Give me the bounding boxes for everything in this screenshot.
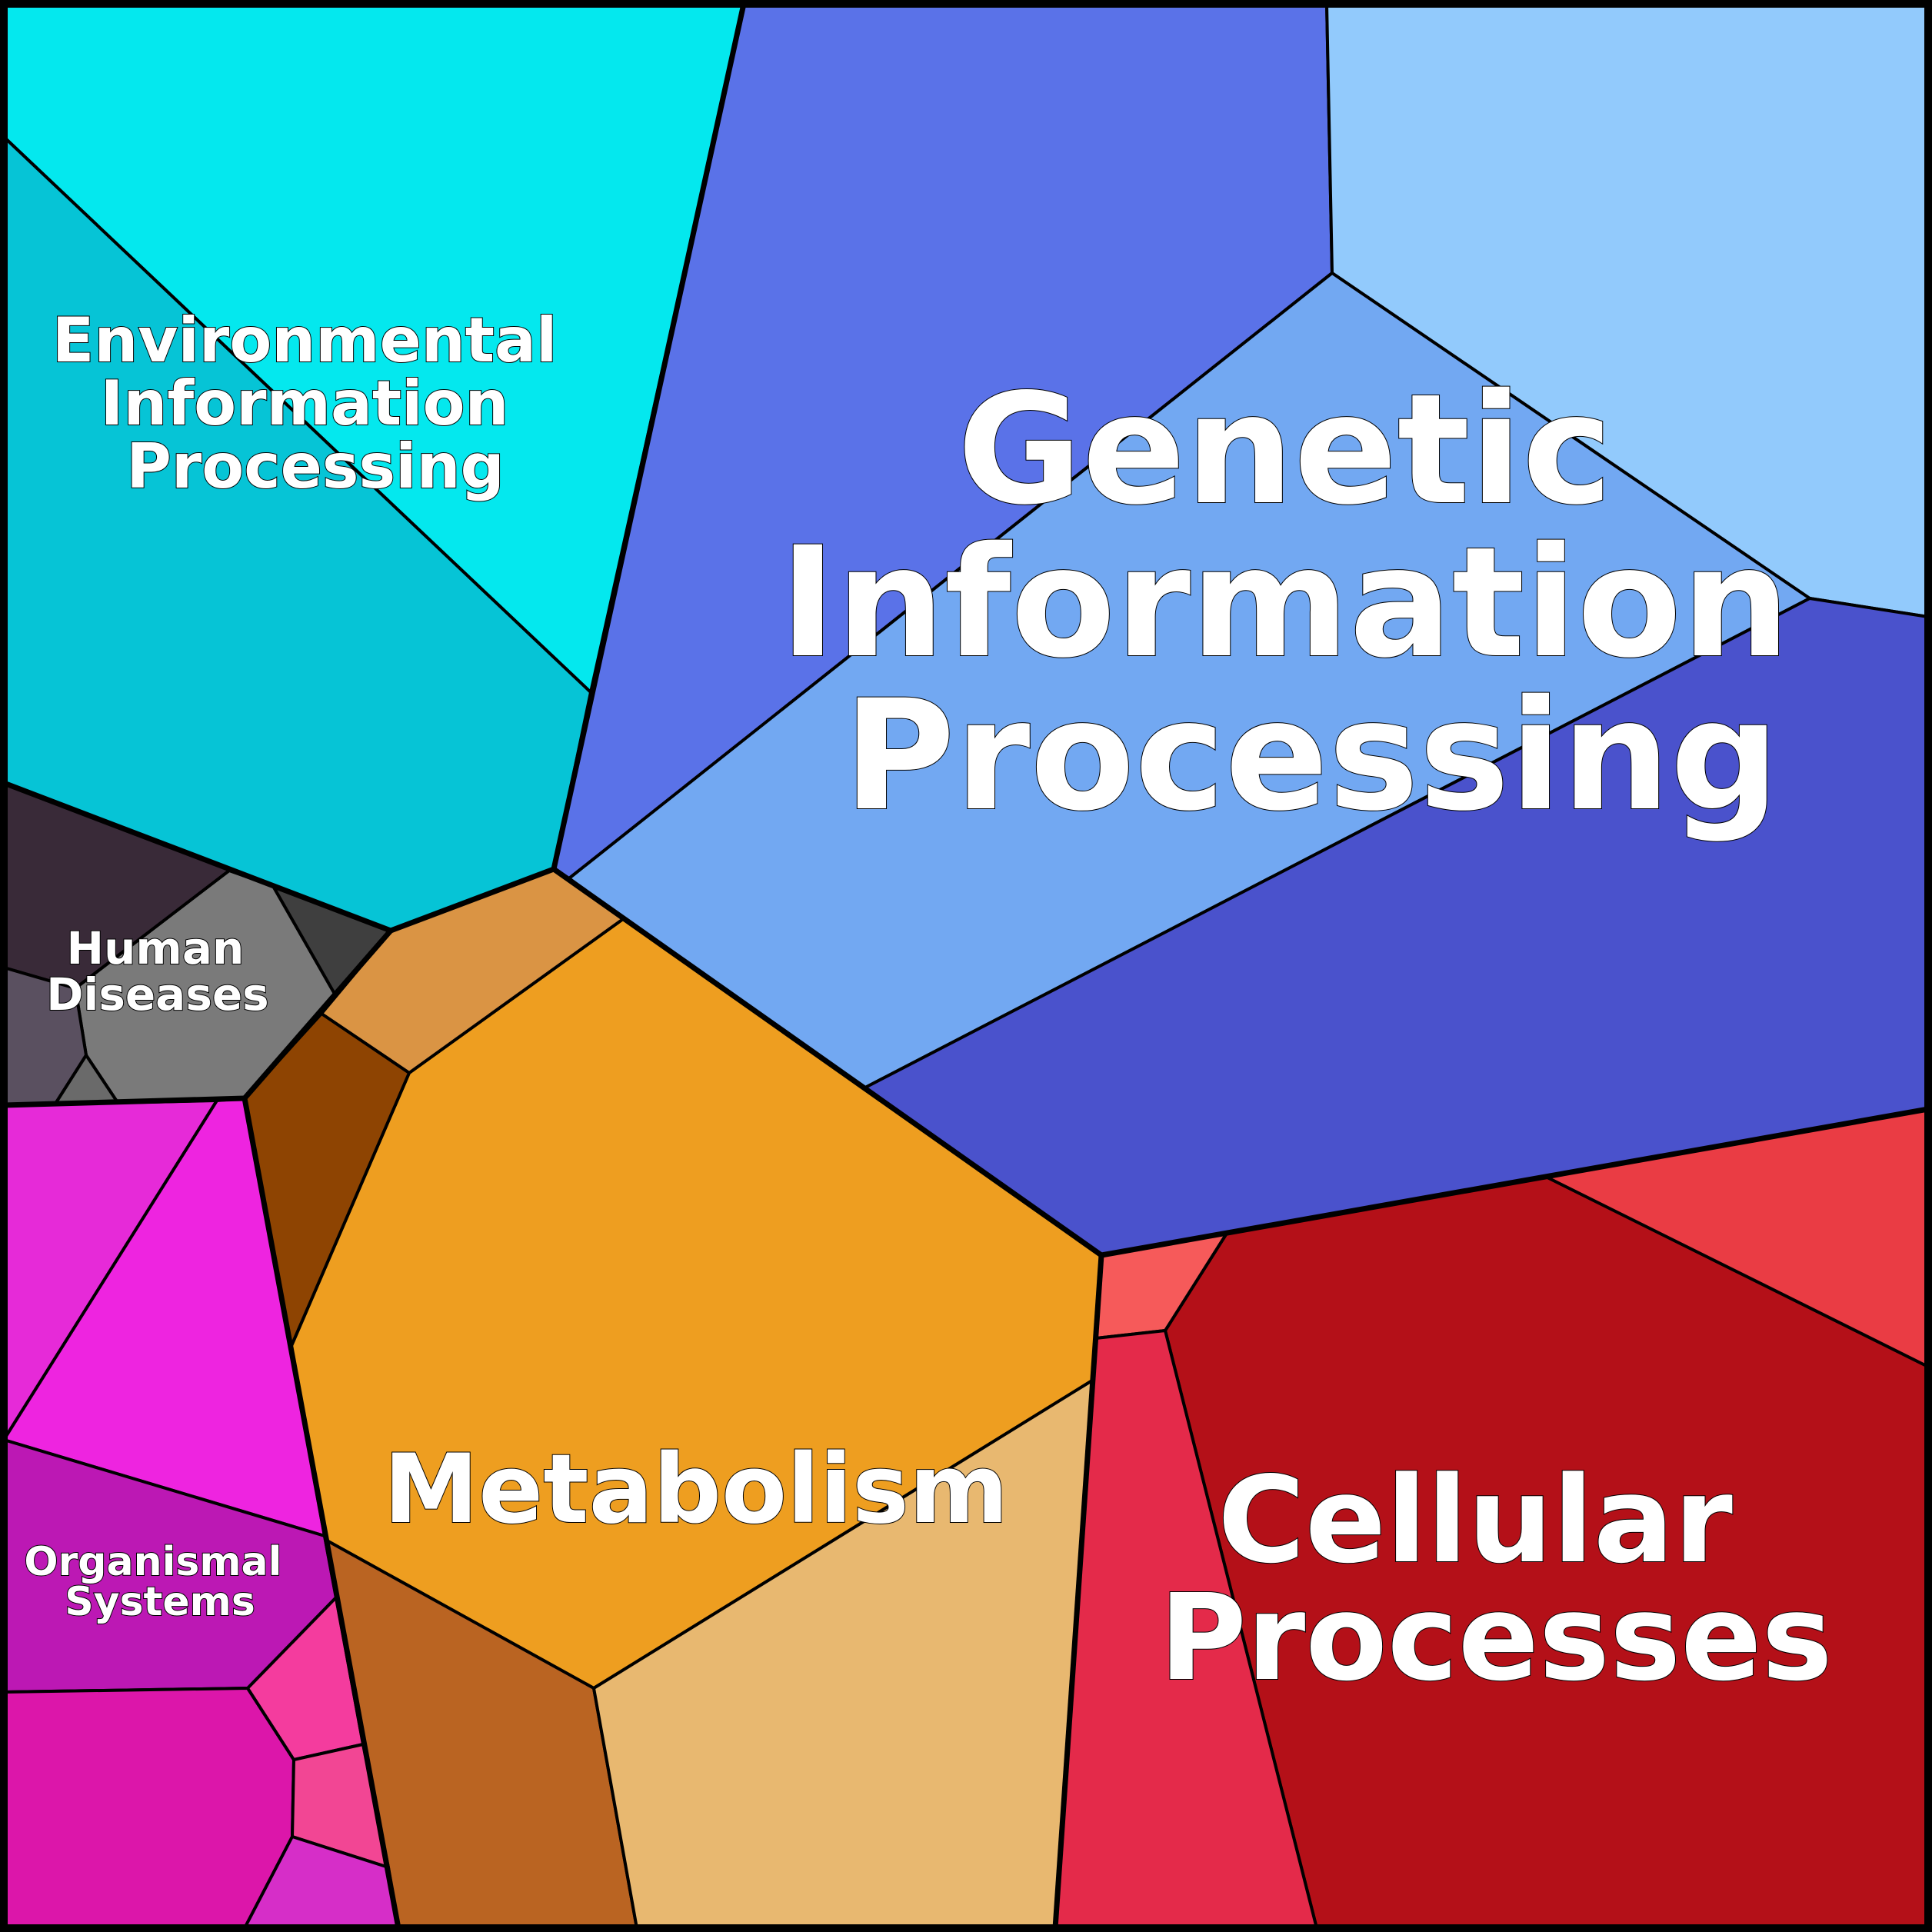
label-genetic-information-processing: Genetic Information Processing — [780, 361, 1844, 844]
labels: Environmental Information Processing Gen… — [23, 304, 1844, 1708]
label-metabolism: Metabolism — [384, 1434, 1008, 1545]
label-line: Environmental — [52, 305, 558, 376]
group-genetic-information-processing — [552, 2, 1930, 1257]
label-line: Processing — [126, 431, 505, 502]
label-line: Processes — [1159, 1568, 1832, 1707]
label-line: Metabolism — [384, 1434, 1008, 1545]
label-line: Organismal — [24, 1539, 281, 1585]
category-borders — [2, 3, 1929, 1929]
label-environmental-information-processing: Environmental Information Processing — [52, 305, 579, 502]
label-line: Information — [780, 514, 1790, 691]
cell-organismal-4 — [2, 1687, 295, 1930]
label-line: Information — [101, 368, 509, 439]
label-organismal-systems: Organismal Systems — [24, 1539, 295, 1625]
label-line: Processing — [844, 667, 1780, 844]
label-line: Human — [67, 922, 245, 974]
group-metabolism — [243, 868, 1103, 1930]
label-cellular-processes: Cellular Processes — [1159, 1451, 1832, 1707]
group-cellular-processes — [1054, 1108, 1930, 1930]
label-line: Cellular — [1217, 1451, 1733, 1590]
label-human-diseases: Human Diseases — [46, 922, 268, 1021]
label-line: Diseases — [46, 968, 268, 1021]
label-line: Systems — [65, 1579, 255, 1625]
label-line: Genetic — [958, 361, 1613, 538]
